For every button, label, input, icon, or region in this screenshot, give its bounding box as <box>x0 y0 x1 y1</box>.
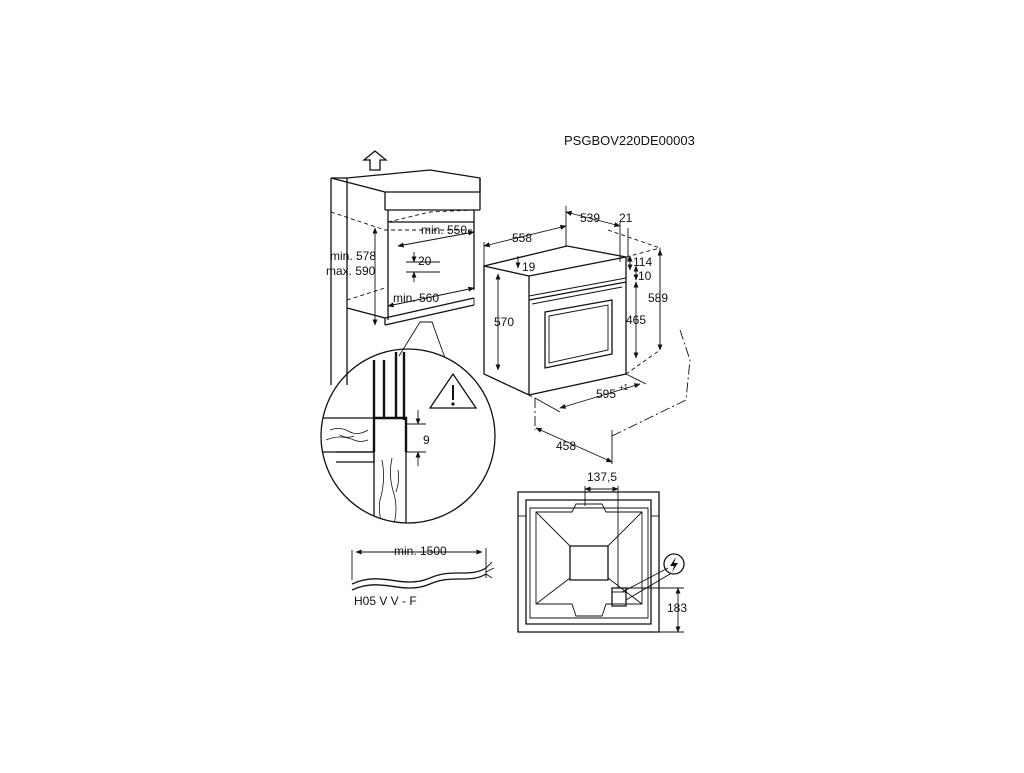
oven-depth-body: 539 <box>580 211 600 225</box>
cabinet-width-min: min. 560 <box>393 291 439 305</box>
vent-gap-value: 20 <box>418 254 432 268</box>
rear-view <box>517 491 660 633</box>
detail-circle: 9 <box>320 348 496 524</box>
warning-icon <box>428 372 478 409</box>
socket-height: 183 <box>667 601 687 615</box>
dim-570: 570 <box>494 273 514 371</box>
cable-length: min. 1500 <box>394 544 447 558</box>
oven-panel-gap: 10 <box>638 269 652 283</box>
oven-body <box>483 229 661 399</box>
vent-gap-dimension: 20 <box>406 252 440 282</box>
detail-gap-value: 9 <box>423 433 430 447</box>
cabinet-height-max: max. 590 <box>326 264 376 278</box>
oven-total-height: 589 <box>648 291 668 305</box>
cabinet-depth-min: min. 550 <box>421 223 467 237</box>
cable-drawing: min. 1500 H05 V V - F <box>351 544 495 608</box>
cabinet-height-dimension: min. 578 max. 590 <box>326 227 378 326</box>
cabinet-depth-dimension: min. 550 <box>397 223 475 248</box>
oven-top-offset: 19 <box>522 260 536 274</box>
oven-width-tolerance: +1 <box>619 383 629 392</box>
oven-front-height: 570 <box>494 315 514 329</box>
dim-465: 465 <box>626 281 646 359</box>
oven-body-height: 465 <box>626 313 646 327</box>
dim-19: 19 <box>515 256 536 274</box>
electric-plug-icon <box>621 553 685 601</box>
dim-21: 21 <box>619 211 633 262</box>
oven-width: 595 <box>596 387 616 401</box>
dim-114-10: 114 10 <box>627 255 652 283</box>
cabinet-niche <box>330 169 481 385</box>
socket-offset-x: 137,5 <box>587 470 617 484</box>
dim-183: 183 <box>626 587 687 633</box>
dim-558: 558 <box>483 224 567 266</box>
dim-589: 589 <box>648 249 668 351</box>
oven-door-thickness: 21 <box>619 211 633 225</box>
oven-depth-total: 558 <box>512 231 532 245</box>
oven-panel-offset: 114 <box>633 255 652 269</box>
document-code: PSGBOV220DE00003 <box>564 133 695 148</box>
dim-137-5: 137,5 <box>584 470 619 588</box>
dim-539: 539 <box>565 206 621 246</box>
oven-body-depth-lower: 458 <box>556 439 576 453</box>
cable-type: H05 V V - F <box>354 594 417 608</box>
cabinet-height-min: min. 578 <box>330 249 376 263</box>
dim-458: 458 <box>534 329 691 464</box>
up-arrow-icon <box>362 150 388 171</box>
dim-595: 595 +1 <box>534 373 647 413</box>
detail-callout <box>398 321 446 359</box>
cabinet-width-dimension: min. 560 <box>387 286 475 308</box>
